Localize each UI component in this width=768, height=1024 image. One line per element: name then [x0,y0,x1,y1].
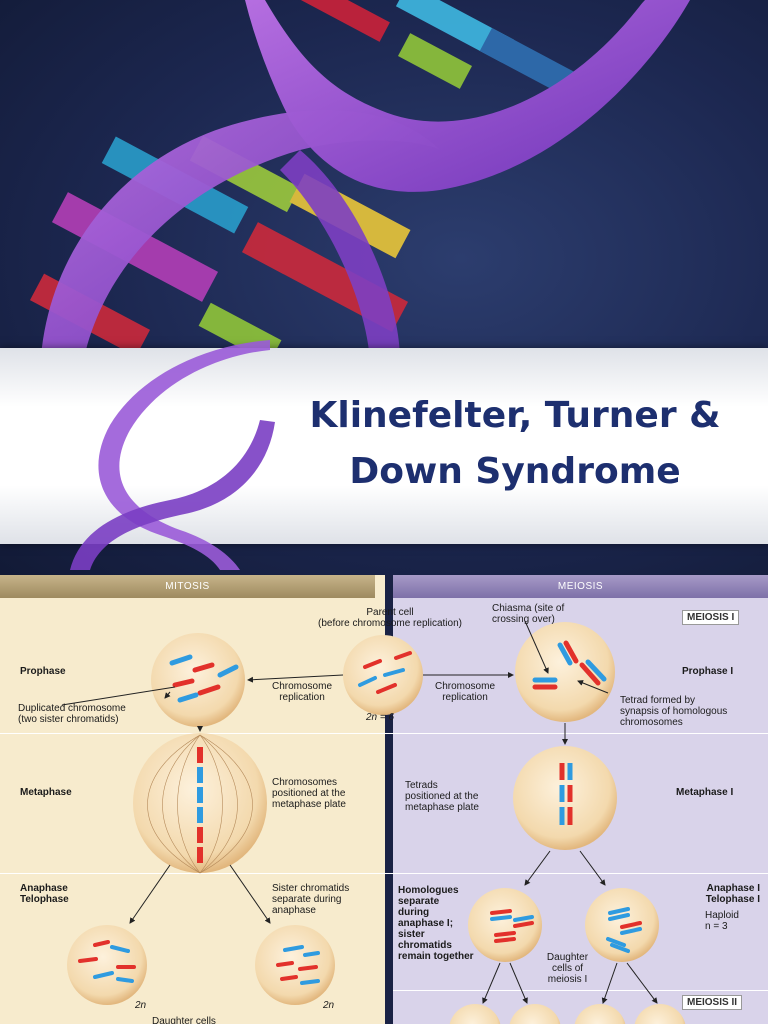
homologues-separate-label: Homologues separate during anaphase I; s… [398,885,474,962]
slide-title: Klinefelter, Turner & Down Syndrome [290,388,740,500]
chromosome-replication-right-label: Chromosome replication [434,681,496,703]
meiosis2-cell [509,1004,561,1024]
two-n-right-label: 2n [323,1000,335,1011]
daughter-cells-meiosis1-label: Daughter cells of meiosis I [546,952,589,985]
metaphase-1-label: Metaphase I [676,787,734,798]
title-line-1: Klinefelter, Turner & [309,395,721,436]
metaphase-label: Metaphase [20,787,72,798]
mitosis-header: MITOSIS [0,575,375,598]
meiosis2-cell [574,1004,626,1024]
meiosis1-daughter-cell [468,888,542,962]
mitosis-prophase-cell [151,633,245,727]
mitosis-meiosis-diagram: MITOSIS MEIOSIS [0,575,768,1024]
sister-chromatids-label: Sister chromatids separate during anapha… [272,883,350,916]
haploid-label: Haploid n = 3 [705,910,739,932]
meiosis-header: MEIOSIS [393,575,768,598]
title-slide: Klinefelter, Turner & Down Syndrome [0,0,768,575]
anaphase-1-label: Anaphase I Telophase I [705,883,760,905]
row-divider [393,990,768,991]
two-n-left-label: 2n [135,1000,147,1011]
tetrads-positioned-label: Tetrads positioned at the metaphase plat… [405,780,479,813]
meiosis-metaphase-cell [513,746,617,850]
meiosis2-cell [449,1004,501,1024]
meiosis-2-label: MEIOSIS II [682,995,743,1010]
cell-drawings [61,620,686,1024]
meiosis2-cell [634,1004,686,1024]
chromosomes-positioned-label: Chromosomes positioned at the metaphase … [272,777,346,810]
parent-cell-label: Parent cell (before chromosome replicati… [318,607,462,629]
prophase-label: Prophase [20,666,66,677]
mitosis-daughter-cell [255,925,335,1005]
two-n-6-label: 2n = 6 [366,712,395,723]
meiosis-1-label: MEIOSIS I [682,610,740,625]
tetrad-formed-label: Tetrad formed by synapsis of homologous … [620,695,728,728]
title-line-2: Down Syndrome [349,451,681,492]
anaphase-telophase-label: Anaphase Telophase [20,883,69,905]
daughter-cells-label: Daughter cells [152,1016,216,1024]
chromosome-replication-left-label: Chromosome replication [271,681,333,703]
duplicated-chromosome-label: Duplicated chromosome (two sister chroma… [18,703,126,725]
small-dna-ribbon [70,340,275,570]
prophase-1-label: Prophase I [682,666,734,677]
chiasma-label: Chiasma (site of crossing over) [492,603,565,625]
row-divider [0,733,768,734]
meiosis-prophase-cell [515,622,615,722]
mitosis-daughter-cell [67,925,147,1005]
row-divider [0,873,768,874]
